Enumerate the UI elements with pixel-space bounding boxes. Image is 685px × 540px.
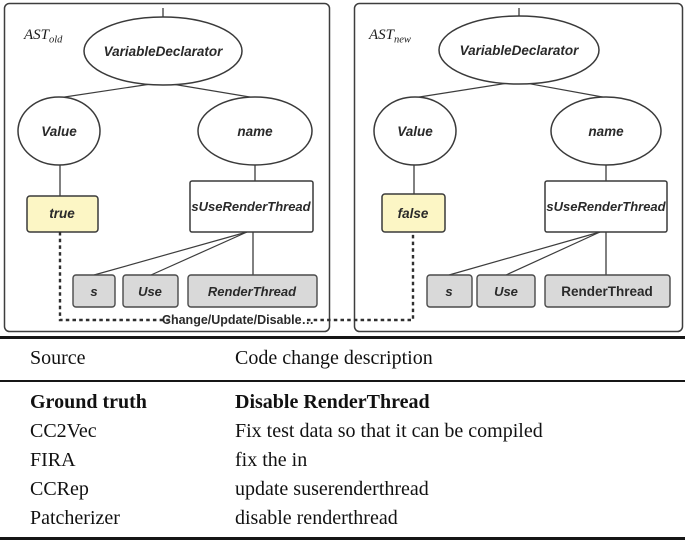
value-node-label: Value [41, 124, 77, 139]
header-row: Source Code change description [0, 337, 685, 382]
root-node-label: VariableDeclarator [104, 44, 224, 59]
token-box-use [476, 274, 536, 308]
source-cell: CC2Vec [30, 420, 97, 442]
code-change-table: Source Code change description Ground tr… [0, 336, 685, 540]
token-label-renderthread: RenderThread [208, 284, 297, 299]
token-label-renderthread: RenderThread [561, 284, 653, 299]
name-node-ellipse [197, 96, 313, 166]
edge-leaf-token-use [150, 231, 248, 276]
table-row-ccrep: CCRep update suserenderthread [0, 475, 685, 504]
ast-new-label-sub: new [394, 35, 411, 46]
ast-new-label-base: AST [368, 27, 396, 43]
token-box-renderthread [544, 274, 671, 308]
change-edge-label: Change/Update/Disable… [162, 313, 314, 327]
value-node-ellipse [17, 96, 101, 166]
change-edge-label-bg [170, 311, 306, 328]
description-cell: fix the in [235, 449, 308, 471]
description-cell: Fix test data so that it can be compiled [235, 420, 543, 442]
value-node-label: Value [397, 124, 433, 139]
panel-border [3, 2, 331, 333]
table-body: Ground truth Disable RenderThread CC2Vec… [0, 381, 685, 539]
edge-leaf-token-s [93, 231, 248, 276]
token-label-s: s [445, 284, 452, 299]
name-leaf-box [544, 180, 668, 233]
value-leaf-label: false [398, 206, 429, 221]
root-node-ellipse [83, 16, 243, 86]
name-node-label: name [588, 124, 624, 139]
ast-old-label-sub: old [49, 35, 63, 46]
value-leaf-box [26, 195, 99, 233]
source-cell: CCRep [30, 478, 89, 500]
ast-old-label: ASTold [23, 27, 63, 46]
value-leaf-label: true [49, 206, 75, 221]
token-box-s [426, 274, 473, 308]
token-label-use: Use [494, 284, 518, 299]
panel-border [353, 2, 684, 333]
edge-leaf-token-s [448, 231, 601, 276]
token-label-use: Use [138, 284, 162, 299]
token-box-s [72, 274, 116, 308]
table-header: Source Code change description [0, 337, 685, 382]
name-node-ellipse [550, 96, 662, 166]
value-node-ellipse [373, 96, 457, 166]
edge-leaf-token-use [505, 231, 601, 276]
column-header-source: Source [0, 337, 235, 382]
name-node-label: name [237, 124, 273, 139]
table-row-ground-truth: Ground truth Disable RenderThread [0, 381, 685, 417]
source-cell: Ground truth [30, 391, 147, 413]
description-cell: Disable RenderThread [235, 391, 430, 413]
root-node-ellipse [438, 15, 600, 85]
ast-old-panel: ASTold VariableDeclarator Value name tru… [3, 2, 331, 333]
source-cell: Patcherizer [30, 507, 120, 529]
ast-diagram: ASTold VariableDeclarator Value name tru… [3, 2, 684, 333]
description-cell: disable renderthread [235, 507, 398, 529]
token-box-renderthread [187, 274, 318, 308]
token-box-use [122, 274, 179, 308]
name-leaf-label: sUseRenderThread [546, 199, 666, 214]
table-row-patcherizer: Patcherizer disable renderthread [0, 504, 685, 539]
table-row-fira: FIRA fix the in [0, 446, 685, 475]
ast-new-panel: ASTnew VariableDeclarator Value name fal… [353, 2, 684, 333]
name-leaf-label: sUseRenderThread [191, 199, 311, 214]
ast-new-label: ASTnew [368, 27, 411, 46]
description-cell: update suserenderthread [235, 478, 429, 500]
name-leaf-box [189, 180, 314, 233]
token-label-s: s [90, 284, 97, 299]
root-node-label: VariableDeclarator [460, 43, 580, 58]
source-cell: FIRA [30, 449, 76, 471]
column-header-description: Code change description [235, 337, 685, 382]
ast-old-label-base: AST [23, 27, 51, 43]
table-row-cc2vec: CC2Vec Fix test data so that it can be c… [0, 417, 685, 446]
value-leaf-box [381, 193, 446, 233]
